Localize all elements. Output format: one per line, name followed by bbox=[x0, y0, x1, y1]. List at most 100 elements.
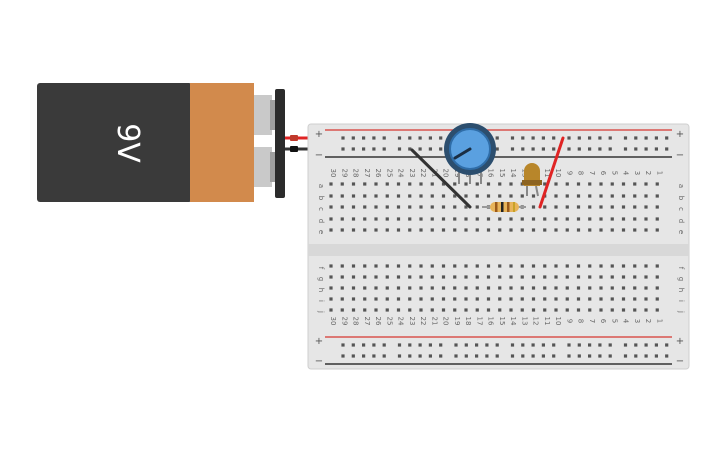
terminal-hole[interactable] bbox=[351, 297, 356, 301]
top-rail-plus-hole[interactable] bbox=[418, 136, 422, 140]
terminal-hole[interactable] bbox=[610, 217, 614, 221]
terminal-hole[interactable] bbox=[576, 286, 581, 290]
terminal-hole[interactable] bbox=[610, 182, 614, 186]
terminal-hole[interactable] bbox=[509, 297, 513, 301]
terminal-hole[interactable] bbox=[374, 297, 378, 301]
terminal-hole[interactable] bbox=[655, 264, 659, 268]
terminal-hole[interactable] bbox=[408, 217, 412, 221]
terminal-hole[interactable] bbox=[633, 182, 637, 186]
top-rail-plus-hole[interactable] bbox=[510, 136, 515, 140]
terminal-hole[interactable] bbox=[509, 217, 513, 221]
terminal-hole[interactable] bbox=[374, 228, 378, 232]
terminal-hole[interactable] bbox=[408, 286, 412, 290]
bottom-rail-minus-hole[interactable] bbox=[408, 354, 412, 358]
terminal-hole[interactable] bbox=[486, 308, 491, 312]
bottom-rail-minus-hole[interactable] bbox=[362, 354, 366, 358]
terminal-hole[interactable] bbox=[509, 308, 513, 312]
terminal-hole[interactable] bbox=[430, 308, 434, 312]
terminal-hole[interactable] bbox=[363, 194, 367, 198]
terminal-hole[interactable] bbox=[498, 228, 502, 232]
terminal-hole[interactable] bbox=[644, 297, 648, 301]
terminal-hole[interactable] bbox=[498, 308, 502, 312]
terminal-hole[interactable] bbox=[374, 264, 378, 268]
terminal-hole[interactable] bbox=[453, 228, 457, 232]
terminal-hole[interactable] bbox=[621, 308, 626, 312]
top-rail-minus-hole[interactable] bbox=[428, 147, 432, 151]
terminal-hole[interactable] bbox=[453, 217, 457, 221]
terminal-hole[interactable] bbox=[385, 264, 389, 268]
bottom-rail-plus-hole[interactable] bbox=[464, 343, 468, 347]
terminal-hole[interactable] bbox=[441, 217, 446, 221]
terminal-hole[interactable] bbox=[385, 275, 389, 279]
bottom-rail-minus-hole[interactable] bbox=[372, 354, 376, 358]
top-rail-minus-hole[interactable] bbox=[382, 147, 386, 151]
terminal-hole[interactable] bbox=[644, 217, 648, 221]
terminal-hole[interactable] bbox=[419, 264, 423, 268]
bottom-rail-plus-hole[interactable] bbox=[634, 343, 638, 347]
top-rail-plus-hole[interactable] bbox=[541, 136, 545, 140]
terminal-hole[interactable] bbox=[396, 228, 401, 232]
terminal-hole[interactable] bbox=[351, 228, 356, 232]
top-rail-plus-hole[interactable] bbox=[654, 136, 658, 140]
terminal-hole[interactable] bbox=[599, 182, 603, 186]
top-rail-plus-hole[interactable] bbox=[634, 136, 638, 140]
terminal-hole[interactable] bbox=[520, 297, 524, 301]
terminal-hole[interactable] bbox=[633, 297, 637, 301]
top-rail-plus-hole[interactable] bbox=[608, 136, 612, 140]
terminal-hole[interactable] bbox=[475, 286, 479, 290]
terminal-hole[interactable] bbox=[520, 217, 524, 221]
bottom-rail-minus-hole[interactable] bbox=[634, 354, 638, 358]
bottom-rail-plus-hole[interactable] bbox=[408, 343, 412, 347]
terminal-hole[interactable] bbox=[385, 308, 389, 312]
bottom-rail-minus-hole[interactable] bbox=[454, 354, 458, 358]
terminal-hole[interactable] bbox=[464, 297, 468, 301]
terminal-hole[interactable] bbox=[576, 217, 581, 221]
terminal-hole[interactable] bbox=[565, 217, 569, 221]
terminal-hole[interactable] bbox=[655, 182, 659, 186]
terminal-hole[interactable] bbox=[554, 297, 558, 301]
bottom-rail-plus-hole[interactable] bbox=[362, 343, 366, 347]
terminal-hole[interactable] bbox=[475, 182, 479, 186]
terminal-hole[interactable] bbox=[621, 275, 626, 279]
terminal-hole[interactable] bbox=[565, 264, 569, 268]
terminal-hole[interactable] bbox=[531, 217, 536, 221]
terminal-hole[interactable] bbox=[351, 194, 356, 198]
terminal-hole[interactable] bbox=[419, 286, 423, 290]
terminal-hole[interactable] bbox=[543, 308, 547, 312]
terminal-hole[interactable] bbox=[655, 205, 659, 209]
terminal-hole[interactable] bbox=[554, 264, 558, 268]
terminal-hole[interactable] bbox=[621, 182, 626, 186]
terminal-hole[interactable] bbox=[576, 205, 581, 209]
top-rail-minus-hole[interactable] bbox=[439, 147, 443, 151]
terminal-hole[interactable] bbox=[486, 286, 491, 290]
terminal-hole[interactable] bbox=[419, 228, 423, 232]
terminal-hole[interactable] bbox=[644, 308, 648, 312]
terminal-hole[interactable] bbox=[464, 308, 468, 312]
terminal-hole[interactable] bbox=[408, 275, 412, 279]
terminal-hole[interactable] bbox=[396, 217, 401, 221]
bottom-rail-minus-hole[interactable] bbox=[510, 354, 515, 358]
terminal-hole[interactable] bbox=[396, 182, 401, 186]
terminal-hole[interactable] bbox=[441, 205, 446, 209]
terminal-hole[interactable] bbox=[475, 205, 479, 209]
terminal-hole[interactable] bbox=[588, 264, 592, 268]
terminal-hole[interactable] bbox=[599, 264, 603, 268]
terminal-hole[interactable] bbox=[475, 217, 479, 221]
terminal-hole[interactable] bbox=[453, 286, 457, 290]
terminal-hole[interactable] bbox=[509, 228, 513, 232]
terminal-hole[interactable] bbox=[565, 182, 569, 186]
bottom-rail-plus-hole[interactable] bbox=[644, 343, 648, 347]
top-rail-plus-hole[interactable] bbox=[623, 136, 628, 140]
terminal-hole[interactable] bbox=[531, 264, 536, 268]
terminal-hole[interactable] bbox=[408, 264, 412, 268]
terminal-hole[interactable] bbox=[329, 286, 333, 290]
terminal-hole[interactable] bbox=[554, 217, 558, 221]
terminal-hole[interactable] bbox=[531, 286, 536, 290]
terminal-hole[interactable] bbox=[430, 286, 434, 290]
terminal-hole[interactable] bbox=[633, 308, 637, 312]
terminal-hole[interactable] bbox=[610, 264, 614, 268]
terminal-hole[interactable] bbox=[543, 182, 547, 186]
terminal-hole[interactable] bbox=[441, 286, 446, 290]
terminal-hole[interactable] bbox=[644, 205, 648, 209]
top-rail-plus-hole[interactable] bbox=[552, 136, 556, 140]
